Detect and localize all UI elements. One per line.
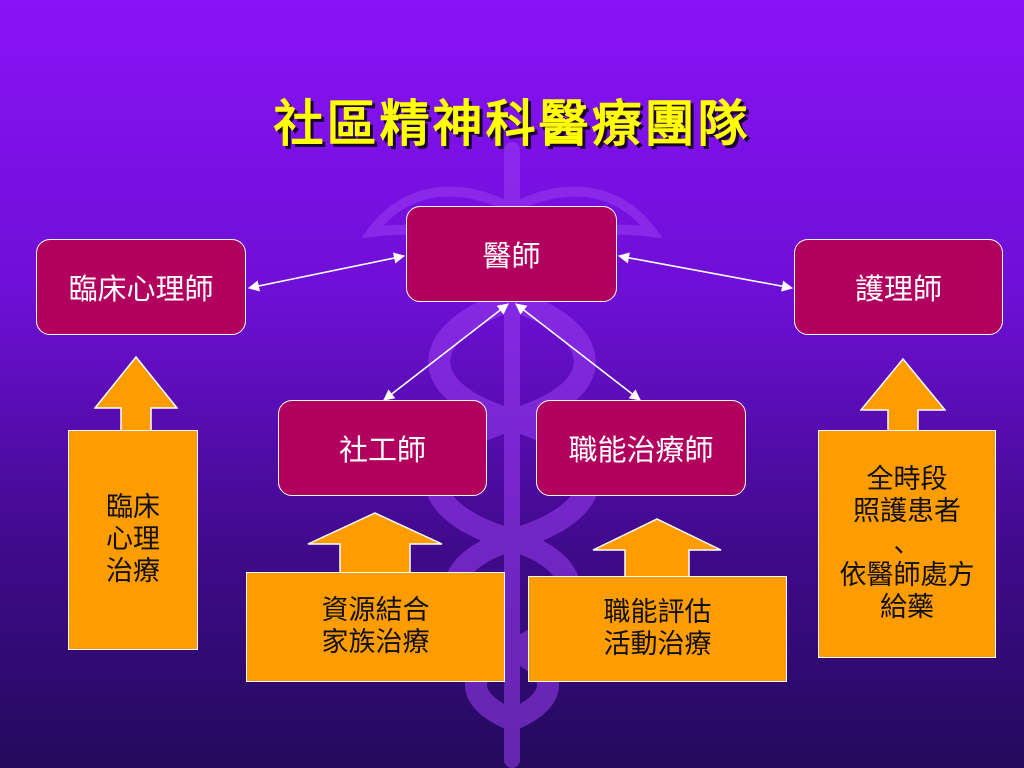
nurse-duty-box: 全時段 照護患者 、 依醫師處方 給藥	[818, 430, 996, 658]
connector-doctor-nurse	[617, 252, 794, 292]
up-arrow-occupational-therapist	[592, 518, 722, 578]
duty-line: 依醫師處方	[839, 559, 975, 591]
up-arrow-nurse	[860, 358, 946, 432]
connector-doctor-social-worker	[383, 303, 509, 401]
duty-line: 全時段	[866, 464, 948, 496]
duty-line: 給藥	[880, 591, 934, 623]
duty-line: 心理	[106, 524, 160, 556]
doctor-box: 醫師	[406, 206, 617, 302]
duty-line: 照護患者	[853, 496, 961, 528]
duty-line: 活動治療	[603, 629, 712, 660]
nurse-label: 護理師	[854, 272, 942, 306]
duty-line: 、	[893, 528, 921, 560]
up-arrow-social-worker	[307, 512, 443, 574]
social-worker-box: 社工師	[278, 400, 487, 496]
page-title: 社區精神科醫療團隊	[273, 94, 751, 153]
psychologist-label: 臨床心理師	[68, 272, 214, 306]
connector-doctor-ot	[515, 303, 641, 401]
psychologist-duty-box: 臨床 心理 治療	[68, 430, 198, 650]
occupational-therapist-box: 職能治療師	[536, 400, 746, 496]
duty-line: 職能評估	[603, 597, 712, 629]
psychologist-box: 臨床心理師	[36, 239, 246, 335]
social-worker-label: 社工師	[338, 433, 426, 467]
duty-line: 臨床	[106, 492, 160, 524]
connector-doctor-psychologist	[247, 252, 406, 292]
occupational-therapist-label: 職能治療師	[568, 433, 714, 467]
occupational-therapist-duty-box: 職能評估 活動治療	[528, 576, 787, 682]
social-worker-duty-box: 資源結合 家族治療	[246, 572, 505, 682]
nurse-box: 護理師	[794, 239, 1003, 335]
doctor-label: 醫師	[482, 239, 541, 273]
duty-line: 資源結合	[321, 595, 430, 627]
up-arrow-psychologist	[94, 356, 178, 432]
duty-line: 家族治療	[321, 627, 430, 658]
duty-line: 治療	[106, 555, 160, 587]
